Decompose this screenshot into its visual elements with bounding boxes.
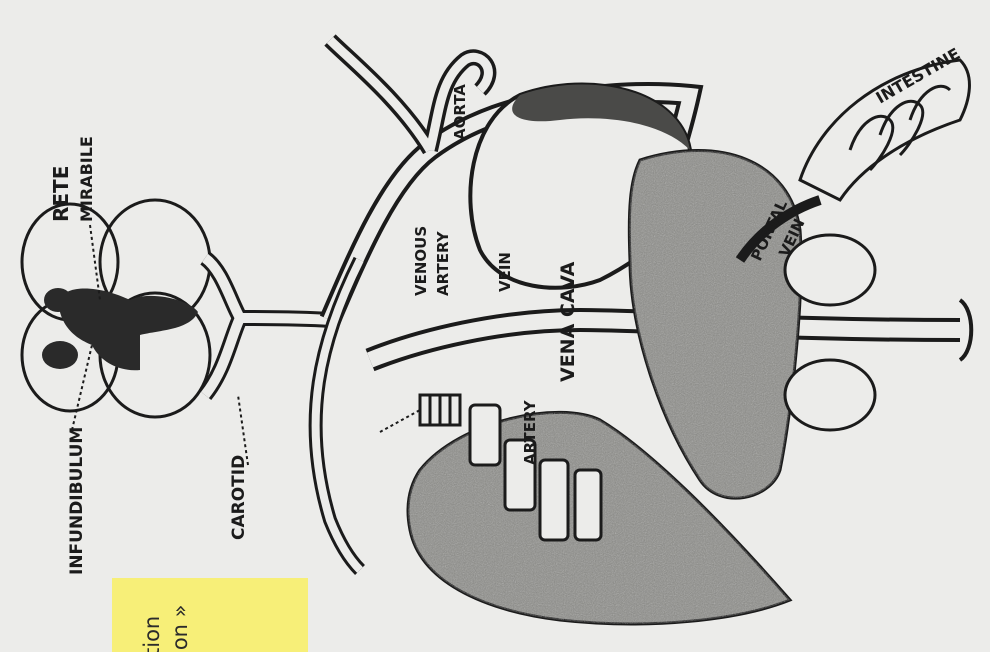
- artery-label: ARTERY: [521, 399, 539, 465]
- kidney-lower: [785, 360, 875, 430]
- rete-label-line2: MIRABILE: [77, 136, 96, 222]
- venous-artery-label-line2: ARTERY: [434, 230, 452, 296]
- aorta-label: AORTA: [451, 84, 469, 140]
- infundibulum-label: INFUNDIBULUM: [67, 427, 87, 575]
- rete-label-line1: RETE: [49, 166, 73, 222]
- sticky-note-line2: ion »: [168, 604, 192, 656]
- rete-mirabile: [42, 288, 198, 370]
- intestine: [800, 60, 969, 200]
- vena-cava-label: VENA CAVA: [557, 261, 579, 382]
- vein-label: VEIN: [496, 252, 514, 292]
- sticky-note-line1: tion: [140, 616, 164, 656]
- vessel-terminal: [960, 300, 971, 360]
- venous-artery-label-line1: VENOUS: [412, 226, 430, 296]
- kidney-upper: [785, 235, 875, 305]
- page-bottom-edge: [0, 652, 990, 659]
- carotid-label: CAROTID: [229, 455, 249, 540]
- striped-structure: [420, 395, 460, 425]
